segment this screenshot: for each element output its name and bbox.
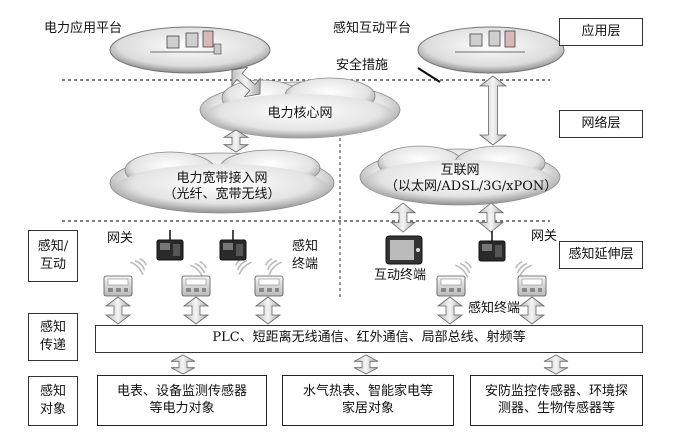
sensing-terminal-label-a: 感知 xyxy=(292,239,319,254)
transfer-methods-bar: PLC、短距离无线通信、红外通信、局部总线、射频等 xyxy=(95,325,643,353)
wireless-signal-group xyxy=(129,258,533,279)
arrow-terminal4-bar xyxy=(436,296,464,325)
internet-label-line2: （以太网/ADSL/3G/xPON） xyxy=(385,179,558,194)
arrow-power-platform-core xyxy=(231,66,261,98)
internet-label-line1: 互联网 xyxy=(440,163,480,178)
sensing-terminal-label-b: 终端 xyxy=(292,257,319,272)
arrow-internet-gateway xyxy=(477,202,505,233)
side-label-interaction: 感知/ 互动 xyxy=(28,230,78,282)
power-app-platform-graphic xyxy=(109,26,271,74)
wireless-signal-left-a xyxy=(129,258,147,276)
arrow-internet-interactive-terminal xyxy=(389,202,417,233)
broadband-network-label-line1: 电力宽带接入网 xyxy=(176,171,268,186)
side-label-transfer-line1: 感知 xyxy=(39,320,66,335)
object-box-security: 安防监控传感器、环境探 测器、生物传感器等 xyxy=(470,375,643,426)
arrow-terminal5-bar xyxy=(518,296,546,325)
wireless-signal-left-d xyxy=(265,258,283,276)
broadband-network-cloud xyxy=(109,149,335,214)
arrow-terminal1-bar xyxy=(104,296,132,325)
wireless-signal-right-a xyxy=(454,261,472,279)
device-group xyxy=(103,230,547,297)
object-box-home-line2: 家居对象 xyxy=(341,401,394,416)
side-label-transfer-line2: 传递 xyxy=(39,338,66,353)
layer-label-extension: 感知延伸层 xyxy=(559,241,643,269)
power-app-platform-title: 电力应用平台 xyxy=(44,21,123,36)
security-measures-label: 安全措施 xyxy=(336,58,389,73)
object-box-home: 水气热表、智能家电等 家居对象 xyxy=(282,375,454,426)
gateway-device-left-2 xyxy=(219,230,247,261)
side-label-interaction-line1: 感知/ xyxy=(37,239,69,254)
arrow-group xyxy=(104,66,569,375)
object-box-power-line2: 等电力对象 xyxy=(149,401,215,416)
wireless-signal-right-b xyxy=(515,261,533,279)
object-box-home-line1: 水气热表、智能家电等 xyxy=(302,384,433,399)
object-box-security-line1: 安防监控传感器、环境探 xyxy=(484,384,628,399)
wireless-signal-left-c xyxy=(189,261,207,279)
core-network-label: 电力核心网 xyxy=(267,106,333,121)
sensing-interaction-platform-title: 感知互动平台 xyxy=(333,21,412,36)
arrow-sensing-platform-internet xyxy=(478,75,508,146)
arrow-bar-security-objects xyxy=(543,354,569,375)
sensing-interaction-platform-graphic xyxy=(417,26,565,74)
layer-label-application: 应用层 xyxy=(559,18,643,46)
broadband-network-label-line2: （光纤、宽带无线） xyxy=(163,187,281,202)
gateway-right-label: 网关 xyxy=(531,229,558,244)
sensing-terminal-bottom-label: 感知终端 xyxy=(468,301,521,316)
side-label-interaction-line2: 互动 xyxy=(39,257,66,272)
arrow-core-broadband xyxy=(222,129,250,153)
internet-cloud xyxy=(359,145,561,206)
arrow-bar-home-objects xyxy=(353,354,379,375)
wireless-signal-left-b xyxy=(235,258,253,276)
sensing-terminal-device-5 xyxy=(517,275,547,297)
gateway-device-left-1 xyxy=(156,230,184,261)
sensing-terminal-device-4 xyxy=(436,275,466,297)
arrow-bar-power-objects xyxy=(170,354,196,375)
sensing-terminal-device-1 xyxy=(103,275,133,297)
side-label-transfer: 感知 传递 xyxy=(28,313,78,361)
side-label-object-line2: 对象 xyxy=(39,402,66,417)
gateway-device-right xyxy=(478,231,506,262)
sensing-terminal-device-2 xyxy=(181,275,211,297)
interactive-terminal-label: 互动终端 xyxy=(374,268,427,283)
sensing-terminal-device-3 xyxy=(254,275,284,297)
side-label-object-line1: 感知 xyxy=(39,384,66,399)
interactive-terminal-device xyxy=(385,235,423,265)
arrow-terminal2-bar xyxy=(182,296,210,325)
arrow-terminal3-bar xyxy=(254,296,282,325)
side-label-object: 感知 对象 xyxy=(28,376,78,426)
object-box-power: 电表、设备监测传感器 等电力对象 xyxy=(97,375,267,426)
object-box-security-line2: 测器、生物传感器等 xyxy=(497,401,615,416)
gateway-left-label: 网关 xyxy=(107,231,134,246)
object-box-power-line1: 电表、设备监测传感器 xyxy=(116,384,247,399)
layer-label-network: 网络层 xyxy=(559,110,643,138)
security-barrier-icon xyxy=(417,67,441,83)
